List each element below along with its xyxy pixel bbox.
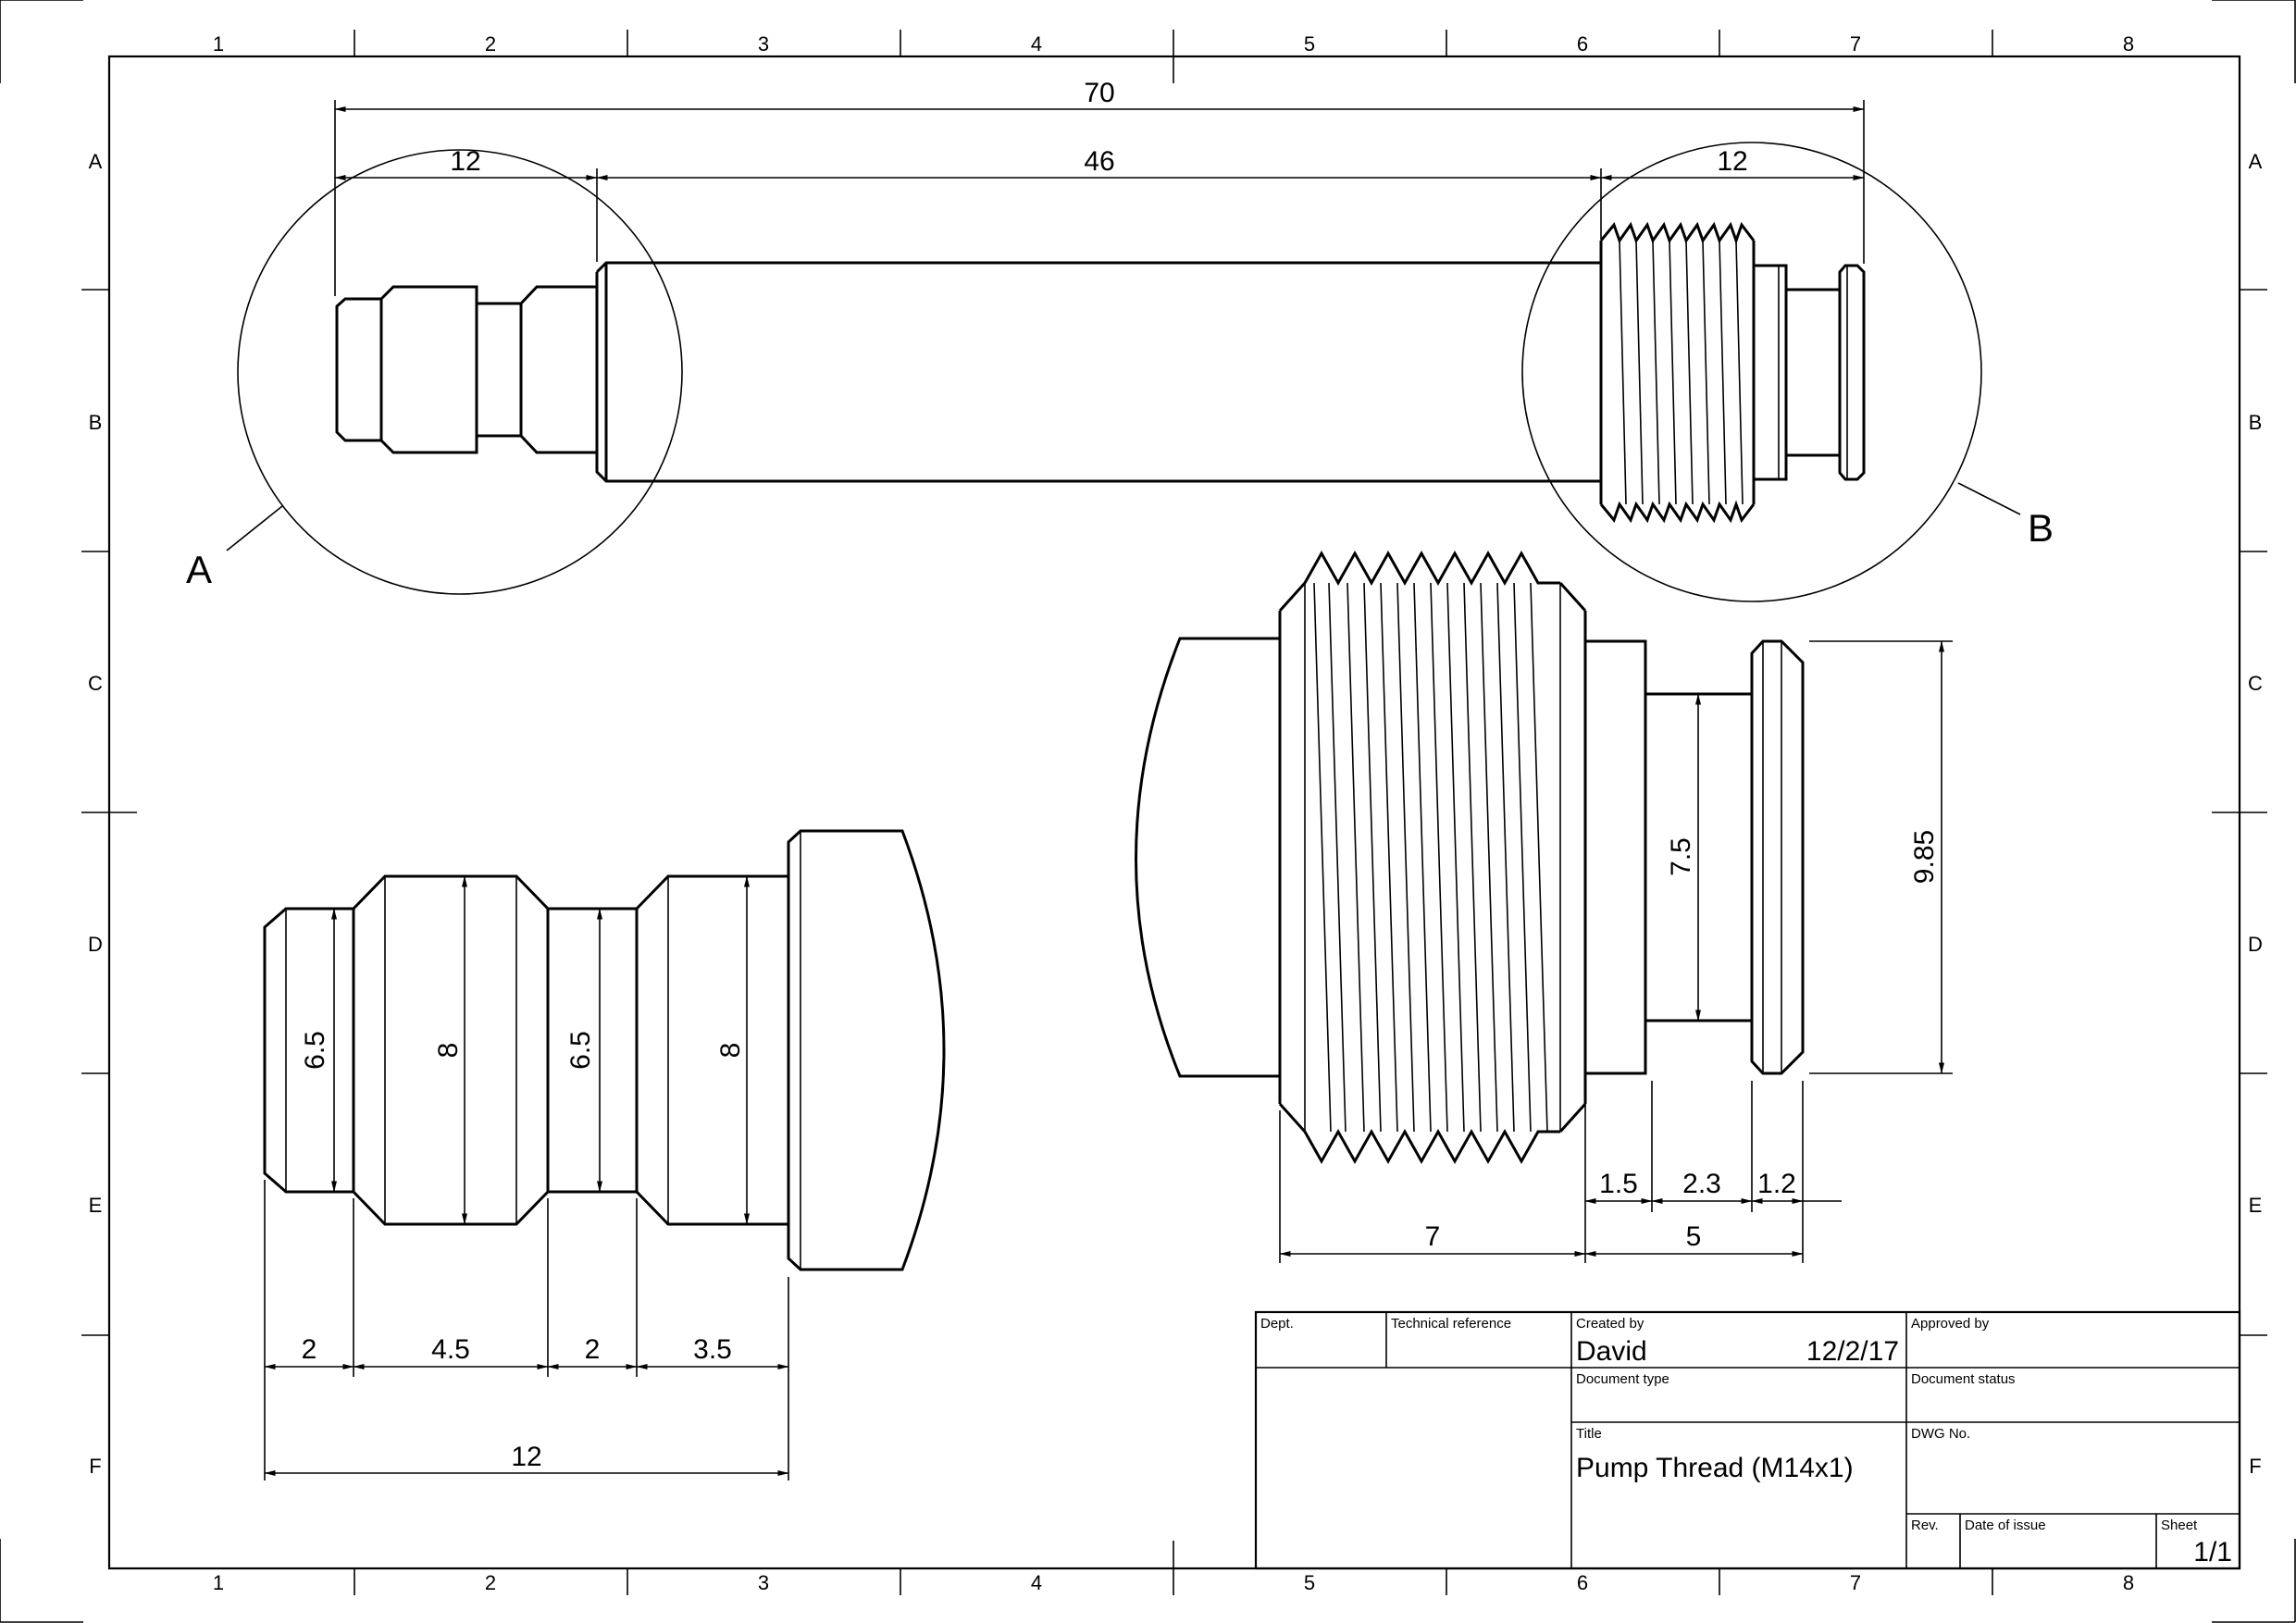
date-of-issue-label: Date of issue bbox=[1965, 1518, 2046, 1533]
zone-row-f: F bbox=[89, 1455, 101, 1478]
zone-col-3: 3 bbox=[758, 32, 769, 56]
zone-col-3-bottom: 3 bbox=[758, 1571, 769, 1594]
detail-a-view bbox=[263, 829, 946, 1271]
zone-col-5: 5 bbox=[1304, 32, 1315, 56]
dim-b-length-1: 1.5 bbox=[1599, 1169, 1638, 1199]
zone-labels-right: A B C D E F bbox=[2248, 150, 2263, 1478]
detail-b-label: B bbox=[2028, 506, 2054, 550]
dwg-no-label: DWG No. bbox=[1911, 1426, 1970, 1442]
zone-col-8: 8 bbox=[2123, 32, 2134, 56]
approved-by-label: Approved by bbox=[1911, 1316, 1990, 1332]
zone-col-8-bottom: 8 bbox=[2123, 1571, 2134, 1594]
dim-a-diameter-2: 8 bbox=[433, 1043, 464, 1059]
dim-b-outer-diameter: 9.85 bbox=[1909, 830, 1940, 884]
zone-labels-left: A B C D E F bbox=[88, 150, 103, 1478]
zone-labels-bottom: 1 2 3 4 5 6 7 8 bbox=[213, 1571, 2134, 1594]
title-label: Title bbox=[1576, 1426, 1602, 1442]
zone-col-7: 7 bbox=[1850, 32, 1861, 56]
zone-row-d: D bbox=[88, 933, 103, 956]
rev-label: Rev. bbox=[1911, 1518, 1939, 1533]
detail-a-label: A bbox=[186, 548, 212, 591]
dim-b-groove-diameter: 7.5 bbox=[1666, 837, 1696, 876]
detail-b-dimensions: 7.5 9.85 1.5 2.3 1.2 7 5 bbox=[1279, 640, 1953, 1263]
dim-a-length-4: 3.5 bbox=[693, 1334, 732, 1365]
dim-b-thread-length: 7 bbox=[1425, 1221, 1441, 1252]
detail-a-circle: A bbox=[186, 149, 683, 595]
main-dimensions: 70 12 46 12 bbox=[334, 78, 1865, 296]
zone-row-e-right: E bbox=[2249, 1194, 2263, 1217]
dim-middle-segment: 46 bbox=[1084, 146, 1114, 177]
zone-col-6-bottom: 6 bbox=[1577, 1571, 1588, 1594]
dim-b-length-2: 2.3 bbox=[1682, 1169, 1721, 1199]
main-shaft-view bbox=[335, 221, 1866, 524]
zone-col-1: 1 bbox=[213, 32, 224, 56]
dim-overall-length: 70 bbox=[1084, 78, 1114, 108]
dim-a-length-3: 2 bbox=[585, 1334, 601, 1365]
zone-row-a-right: A bbox=[2249, 150, 2263, 173]
zone-col-6: 6 bbox=[1577, 32, 1588, 56]
technical-reference-label: Technical reference bbox=[1391, 1316, 1511, 1332]
dim-left-segment: 12 bbox=[450, 146, 480, 177]
zone-col-4: 4 bbox=[1031, 32, 1042, 56]
zone-row-b: B bbox=[89, 411, 103, 434]
dept-label: Dept. bbox=[1260, 1316, 1294, 1332]
sheet-value: 1/1 bbox=[2193, 1537, 2232, 1567]
zone-col-5-bottom: 5 bbox=[1304, 1571, 1315, 1594]
document-status-label: Document status bbox=[1911, 1371, 2016, 1387]
zone-row-e: E bbox=[89, 1194, 103, 1217]
detail-b-view bbox=[1135, 550, 1805, 1165]
created-by-label: Created by bbox=[1576, 1316, 1644, 1332]
zone-labels-top: 1 2 3 4 5 6 7 8 bbox=[213, 32, 2134, 56]
zone-row-d-right: D bbox=[2248, 933, 2263, 956]
detail-a-dimensions: 6.5 8 6.5 8 2 4.5 2 3.5 12 bbox=[264, 875, 789, 1481]
dim-a-length-1: 2 bbox=[302, 1334, 317, 1365]
dim-a-diameter-4: 8 bbox=[715, 1043, 746, 1059]
zone-col-2-bottom: 2 bbox=[485, 1571, 496, 1594]
created-by-value: David bbox=[1576, 1336, 1647, 1367]
zone-col-2: 2 bbox=[485, 32, 496, 56]
zone-col-7-bottom: 7 bbox=[1850, 1571, 1861, 1594]
dim-b-length-3: 1.2 bbox=[1757, 1169, 1796, 1199]
zone-row-a: A bbox=[89, 150, 103, 173]
zone-row-b-right: B bbox=[2249, 411, 2263, 434]
dim-b-tail-length: 5 bbox=[1686, 1221, 1702, 1252]
sheet-label: Sheet bbox=[2161, 1518, 2198, 1533]
zone-col-4-bottom: 4 bbox=[1031, 1571, 1042, 1594]
zone-row-f-right: F bbox=[2249, 1455, 2261, 1478]
detail-b-circle: B bbox=[1521, 142, 2054, 602]
dim-a-total: 12 bbox=[511, 1442, 541, 1472]
dim-a-length-2: 4.5 bbox=[431, 1334, 470, 1365]
created-date-value: 12/2/17 bbox=[1806, 1336, 1899, 1367]
document-type-label: Document type bbox=[1576, 1371, 1669, 1387]
zone-row-c-right: C bbox=[2248, 672, 2263, 695]
zone-row-c: C bbox=[88, 672, 103, 695]
dim-right-segment: 12 bbox=[1717, 146, 1747, 177]
dim-a-diameter-1: 6.5 bbox=[300, 1031, 330, 1070]
zone-col-1-bottom: 1 bbox=[213, 1571, 224, 1594]
drawing-title: Pump Thread (M14x1) bbox=[1576, 1453, 1854, 1483]
title-block: Dept. Technical reference Created by Dav… bbox=[1254, 1310, 2241, 1570]
dim-a-diameter-3: 6.5 bbox=[565, 1031, 596, 1070]
